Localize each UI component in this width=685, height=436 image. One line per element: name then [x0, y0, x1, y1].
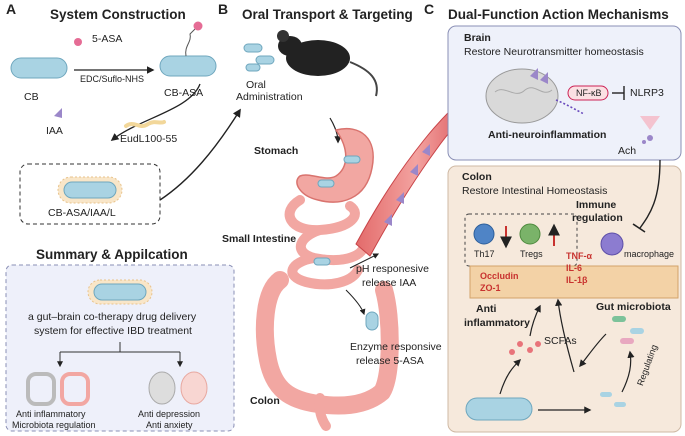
final-nanoparticle [57, 176, 123, 204]
enz-label-2: release 5-ASA [356, 355, 424, 367]
mouse-illustration [277, 30, 378, 97]
immune-label-1: Immune [576, 199, 617, 211]
panel-c-letter: C [424, 1, 435, 17]
iaa-triangle [54, 108, 62, 118]
summary-left-2: Microbiota regulation [12, 420, 96, 430]
ach-label: Ach [618, 145, 637, 157]
anti-neuro-label: Anti-neuroinflammation [488, 129, 607, 141]
summary-desc-1: a gut–brain co-therapy drug delivery [28, 311, 197, 323]
summary-right-1: Anti depression [138, 409, 201, 419]
5-asa-dot [74, 38, 82, 46]
tnf-label: TNF-α [566, 251, 593, 261]
cb-nanorod [10, 57, 68, 79]
stomach-shape [296, 127, 374, 203]
arrow-cbasa-to-final [110, 83, 201, 141]
brain-subtitle: Restore Neurotransmitter homeostasis [464, 46, 644, 58]
eud-label: EudL100-55 [120, 133, 178, 145]
th17-label: Th17 [474, 249, 495, 259]
panel-c-title: Dual-Function Action Mechanisms [448, 7, 669, 22]
il1-label: IL-1β [566, 275, 588, 285]
panel-b-letter: B [218, 1, 229, 17]
tregs-cell [519, 223, 541, 245]
dna-strand [555, 99, 585, 115]
brain-panel [447, 25, 682, 161]
reagent-label: 5-ASA [92, 33, 123, 45]
head-icons [148, 371, 208, 405]
summary-left-1: Anti inflammatory [16, 409, 86, 419]
colon-panel [447, 165, 682, 433]
il6-label: IL-6 [566, 263, 583, 273]
ph-label-1: pH responesive [356, 263, 429, 275]
small-intestine-label: Small Intestine [222, 233, 297, 245]
oral-label-1: Oral [246, 79, 266, 91]
zo1-label: ZO-1 [480, 283, 501, 293]
panel-b-title: Oral Transport & Targeting [242, 7, 413, 22]
stomach-label: Stomach [254, 145, 299, 157]
anti-inf-label-2: inflammatory [464, 317, 530, 329]
cb-asa-label: CB-ASA [164, 87, 204, 99]
cb-asa-nanorod [159, 21, 217, 77]
brain-illustration [485, 68, 559, 124]
colon-nanorod [465, 397, 533, 421]
gut-microbiota-label: Gut microbiota [596, 301, 671, 313]
colon-panel-title: Colon [462, 171, 492, 183]
summary-nanoparticle [87, 279, 153, 305]
dots-and-bacteria [509, 316, 644, 407]
macrophage-cell [600, 232, 624, 256]
oral-nanoparticles [243, 43, 275, 72]
ph-label-2: release IAA [362, 277, 417, 289]
small-intestine-shape [284, 195, 370, 290]
nfkb-label: NF-κB [576, 88, 602, 98]
summary-right-2: Anti anxiety [146, 420, 193, 430]
eudragit-strand [124, 120, 166, 128]
arrow-to-oral [159, 108, 241, 201]
panel-a-title: System Construction [50, 7, 186, 22]
final-label: CB-ASA/IAA/L [48, 207, 116, 219]
oral-label-2: Administration [236, 91, 303, 103]
tregs-label: Tregs [520, 249, 543, 259]
colon-label: Colon [250, 395, 280, 407]
final-product-box [19, 163, 161, 225]
occludin-label: Occludin [480, 271, 519, 281]
conditions-label: EDC/Suflo-NHS [80, 74, 145, 84]
cb-label: CB [24, 91, 39, 103]
panel-a-letter: A [6, 1, 17, 17]
macrophage-label: macrophage [624, 249, 675, 259]
neuron-icon [640, 116, 660, 144]
iaa-label: IAA [46, 125, 63, 137]
scfas-label: SCFAs [544, 335, 577, 347]
intestine-icons [26, 372, 90, 406]
enz-label-1: Enzyme responsive [350, 341, 442, 353]
summary-title: Summary & Appilcation [36, 247, 188, 262]
immune-label-2: regulation [572, 212, 623, 224]
summary-desc-2: system for effective IBD treatment [34, 325, 192, 337]
anti-inf-label-1: Anti [476, 303, 497, 315]
nlrp3-label: NLRP3 [630, 87, 664, 99]
colon-panel-subtitle: Restore Intestinal Homeostasis [462, 185, 608, 197]
brain-title: Brain [464, 32, 491, 44]
th17-cell [473, 223, 495, 245]
epithelium [469, 265, 679, 299]
